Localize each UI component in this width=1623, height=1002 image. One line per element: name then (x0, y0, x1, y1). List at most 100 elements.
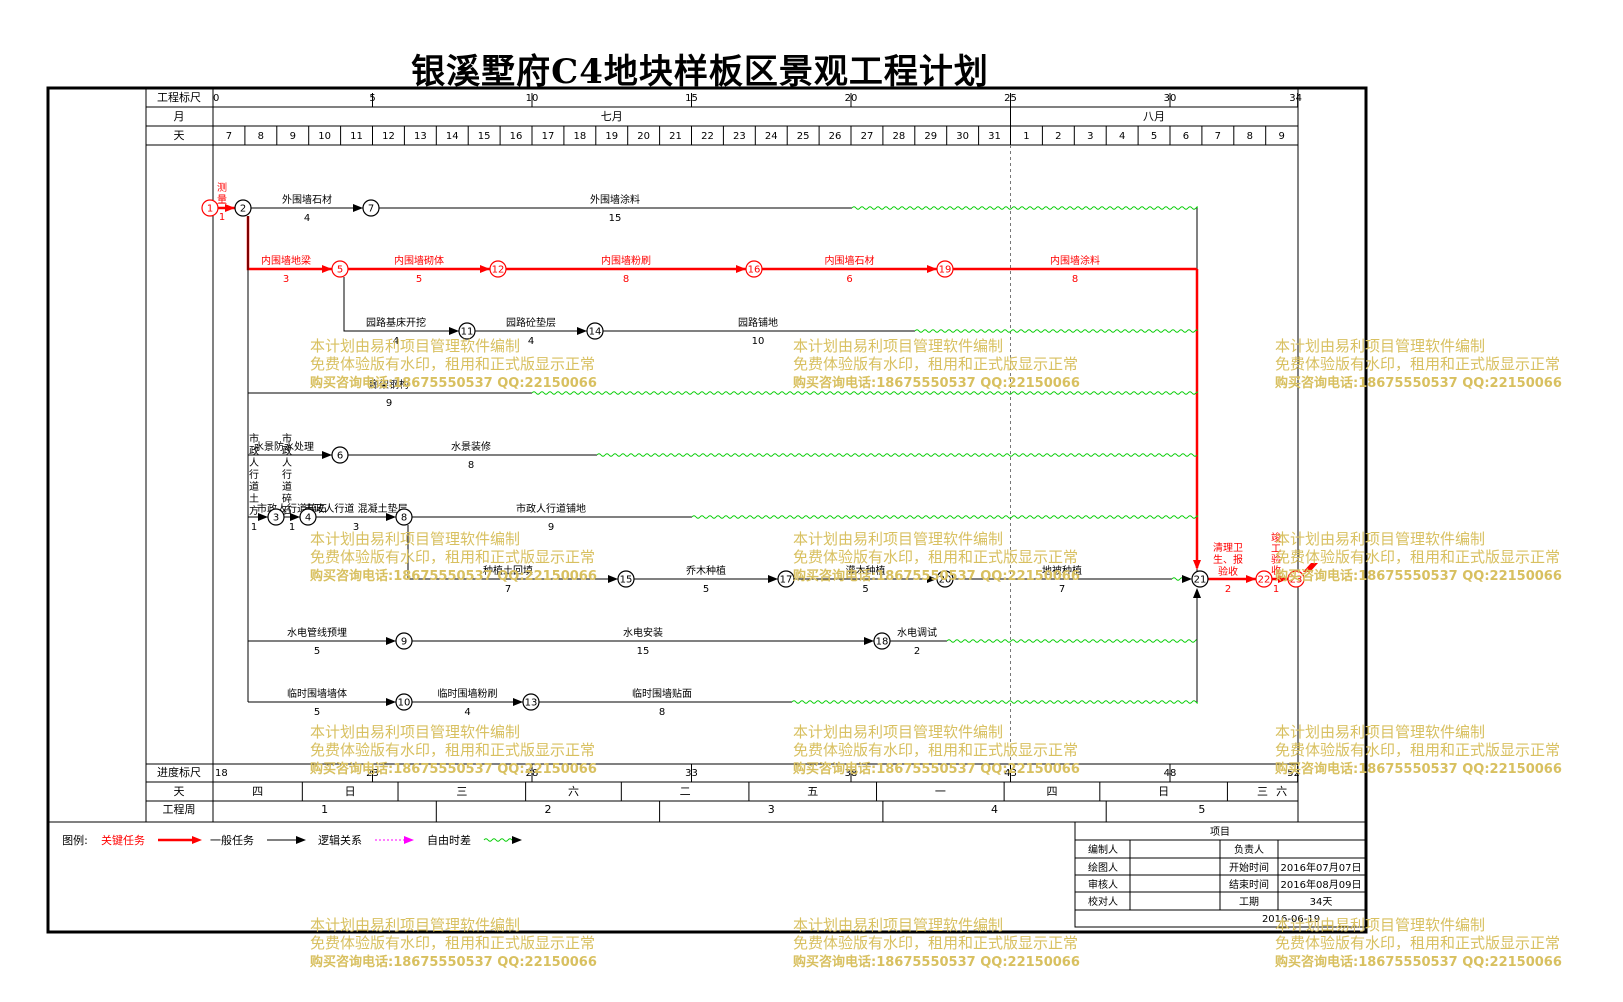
node-label: 15 (620, 575, 633, 586)
scale-tick-label: 15 (685, 93, 698, 104)
node-label: 19 (939, 265, 952, 276)
watermark-text: 免费体验版有水印，租用和正式版显示正常 (1275, 355, 1560, 373)
task-duration: 5 (703, 584, 709, 595)
arrow-head (386, 513, 396, 521)
weekday-label: 三 (456, 785, 467, 798)
day-label: 9 (1278, 131, 1284, 142)
node-circle (331, 260, 349, 278)
float-line (851, 206, 1198, 210)
task-name: 园路基床开挖 (366, 316, 426, 329)
task-duration: 6 (846, 274, 852, 285)
arrow-head (386, 637, 396, 645)
float-line (531, 391, 1198, 395)
node-label: 13 (525, 698, 538, 709)
watermark-text: 购买咨询电话:18675550537 QQ:22150066 (1275, 375, 1562, 391)
day-label: 18 (573, 131, 586, 142)
task-name-vertical: 碎 (282, 492, 292, 505)
task-name-vertical: 土 (249, 492, 259, 505)
node-label: 10 (398, 698, 411, 709)
legend-float-line (483, 838, 515, 842)
node-label: 14 (589, 327, 602, 338)
footer-row-label: 天 (174, 785, 185, 798)
task-name: 内围墙地梁 (261, 254, 311, 267)
day-label: 30 (956, 131, 969, 142)
watermark-text: 本计划由易利项目管理软件编制 (793, 723, 1003, 741)
task-name: 临时围墙粉刷 (438, 687, 498, 700)
arrow-head (480, 265, 490, 273)
watermark-text: 购买咨询电话:18675550537 QQ:22150066 (793, 568, 1080, 584)
watermark-text: 免费体验版有水印，租用和正式版显示正常 (310, 355, 595, 373)
info-cell: 34天 (1310, 897, 1333, 908)
arrow-head (577, 327, 587, 335)
info-cell: 负责人 (1234, 843, 1264, 856)
day-label: 25 (797, 131, 810, 142)
task-duration: 8 (468, 460, 474, 471)
task-name: 廊架钢构 (369, 378, 409, 391)
weekday-label: 日 (1158, 785, 1169, 798)
task-name: 园路铺地 (738, 316, 778, 329)
weekday-label: 一 (935, 785, 946, 798)
float-line (691, 515, 1198, 519)
arrow-head (225, 204, 235, 212)
watermark-text: 免费体验版有水印，租用和正式版显示正常 (793, 355, 1078, 373)
task-name: 测 (217, 181, 227, 194)
task-arrow (343, 277, 459, 332)
task-name: 市政人行道铺地 (516, 502, 586, 515)
day-label: 29 (924, 131, 937, 142)
node-label: 11 (461, 327, 474, 338)
task-name-vertical: 方 (249, 504, 259, 517)
watermark-text: 免费体验版有水印，租用和正式版显示正常 (793, 934, 1078, 952)
info-cell: 2016年07月07日 (1281, 861, 1362, 874)
task-duration: 4 (464, 707, 470, 718)
node-label: 4 (305, 513, 311, 524)
weekday-label: 六 (568, 785, 579, 798)
node-circle (234, 199, 252, 217)
watermark-text: 本计划由易利项目管理软件编制 (310, 723, 520, 741)
task-duration: 1 (251, 522, 257, 533)
task-name: 园路砼垫层 (506, 316, 556, 329)
float-line (596, 453, 1198, 457)
page-title: 银溪墅府C4地块样板区景观工程计划 (411, 52, 989, 92)
arrow-head (353, 204, 363, 212)
outer-frame (46, 86, 1368, 934)
task-name-vertical: 行 (249, 468, 259, 481)
info-cell: 工期 (1239, 896, 1259, 908)
progress-tick-label: 28 (526, 768, 539, 779)
watermark-text: 免费体验版有水印，租用和正式版显示正常 (793, 741, 1078, 759)
watermark-text: 本计划由易利项目管理软件编制 (310, 337, 520, 355)
task-name-vertical: 收 (1271, 564, 1281, 577)
scale-tick-label: 25 (1004, 93, 1017, 104)
node-label: 16 (748, 265, 761, 276)
day-label: 4 (1119, 131, 1125, 142)
task-duration: 2 (914, 646, 920, 657)
float-line (791, 700, 1198, 704)
node-label: 6 (337, 451, 343, 462)
watermark-text: 本计划由易利项目管理软件编制 (310, 916, 520, 934)
task-duration: 4 (528, 336, 534, 347)
legend-arrow (296, 836, 306, 844)
float-line (914, 329, 1198, 333)
day-label: 7 (1215, 131, 1221, 142)
watermark-text: 购买咨询电话:18675550537 QQ:22150066 (310, 954, 597, 970)
task-name: 外围墙涂料 (590, 193, 640, 206)
week-label: 5 (1198, 803, 1205, 816)
day-label: 9 (290, 131, 296, 142)
watermark-text: 免费体验版有水印，租用和正式版显示正常 (1275, 934, 1560, 952)
watermark-text: 购买咨询电话:18675550537 QQ:22150066 (1275, 568, 1562, 584)
header-row-label: 工程标尺 (157, 90, 201, 104)
watermark-text: 免费体验版有水印，租用和正式版显示正常 (793, 548, 1078, 566)
day-label: 12 (382, 131, 395, 142)
watermark-text: 购买咨询电话:18675550537 QQ:22150066 (793, 761, 1080, 777)
arrow-head (927, 575, 937, 583)
legend-arrow (512, 836, 522, 844)
day-label: 20 (637, 131, 650, 142)
task-duration: 3 (353, 522, 359, 533)
scale-tick-label: 34 (1289, 93, 1302, 104)
node-label: 7 (368, 204, 374, 215)
task-duration: 7 (505, 584, 511, 595)
watermark-text: 购买咨询电话:18675550537 QQ:22150066 (1275, 761, 1562, 777)
task-name: 水电调试 (897, 626, 937, 639)
day-label: 2 (1055, 131, 1061, 142)
info-cell: 编制人 (1088, 843, 1118, 856)
task-duration: 7 (1059, 584, 1065, 595)
